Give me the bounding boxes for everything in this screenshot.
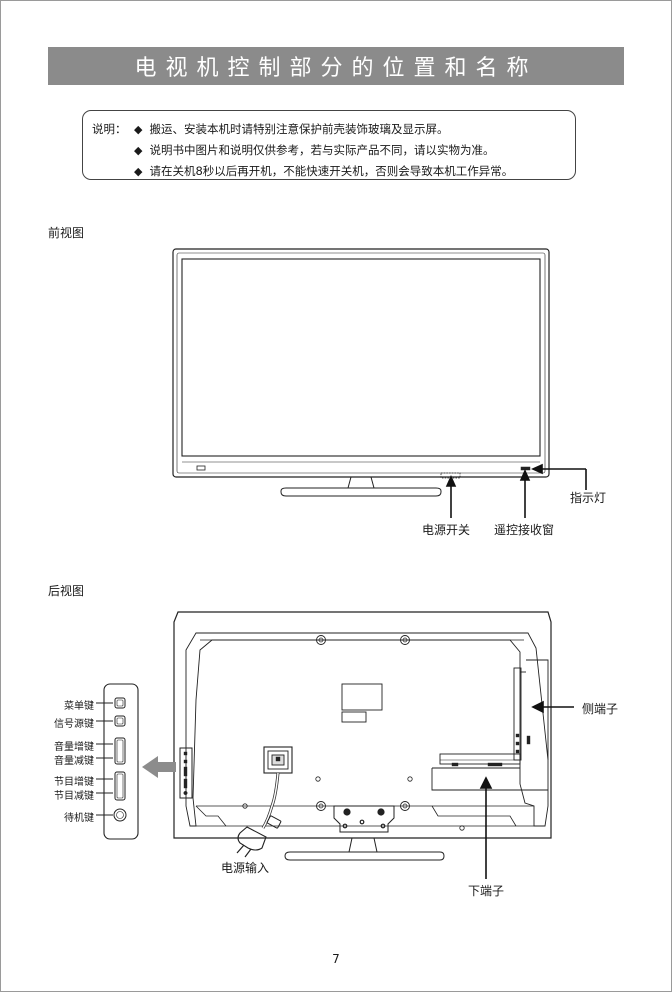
front-view-heading: 前视图 <box>48 226 85 240</box>
side-terminal-label: 侧端子 <box>582 702 619 716</box>
side-key-panel <box>96 683 139 840</box>
note-item: 搬运、安装本机时请特别注意保护前壳装饰玻璃及显示屏。 <box>134 119 513 140</box>
bottom-terminal-label: 下端子 <box>468 884 505 898</box>
rear-view-heading: 后视图 <box>48 584 85 598</box>
power-switch-label: 电源开关 <box>422 523 471 537</box>
side-key-label: 节目减键 <box>54 791 94 802</box>
rear-tv <box>173 611 552 861</box>
side-key-label: 音量增键 <box>54 742 94 753</box>
page-number: 7 <box>332 952 340 966</box>
side-key-label: 信号源键 <box>54 719 94 730</box>
note-box: 说明： 搬运、安装本机时请特别注意保护前壳装饰玻璃及显示屏。 说明书中图片和说明… <box>82 110 576 180</box>
side-key-label: 待机键 <box>64 813 94 824</box>
power-input-label: 电源输入 <box>221 861 270 875</box>
rear-callouts <box>479 700 574 879</box>
side-key-label: 音量减键 <box>54 756 94 767</box>
front-callouts <box>445 463 587 518</box>
note-item: 说明书中图片和说明仅供参考，若与实际产品不同，请以实物为准。 <box>134 140 513 161</box>
front-tv <box>172 248 550 497</box>
side-key-label: 菜单键 <box>64 701 94 712</box>
remote-receiver-label: 遥控接收窗 <box>494 523 555 537</box>
note-list: 搬运、安装本机时请特别注意保护前壳装饰玻璃及显示屏。 说明书中图片和说明仅供参考… <box>134 119 513 182</box>
note-item: 请在关机8秒以后再开机，不能快速开关机，否则会导致本机工作异常。 <box>134 161 513 182</box>
side-key-label: 节目增键 <box>54 777 94 788</box>
page-title: 电视机控制部分的位置和名称 <box>48 47 624 85</box>
gray-arrow <box>142 756 176 778</box>
note-label: 说明： <box>92 122 127 136</box>
indicator-label: 指示灯 <box>570 491 607 505</box>
